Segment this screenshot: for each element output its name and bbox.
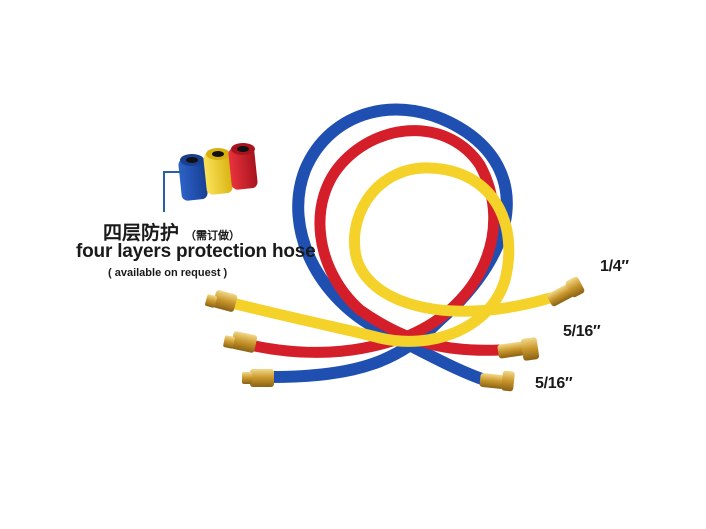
hose-coil	[226, 103, 556, 386]
yellow-hose-sample	[203, 148, 233, 195]
red-left-fitting	[223, 331, 258, 353]
chinese-note: （需订做）	[185, 229, 241, 242]
blue-left-fitting	[242, 369, 274, 387]
size-label-yellow: 1/4″	[600, 258, 629, 275]
size-label-blue: 5/16″	[535, 375, 573, 392]
english-note: ( available on request )	[108, 267, 228, 279]
blue-hose-sample	[178, 154, 208, 201]
pointer-line	[163, 171, 184, 212]
fittings	[205, 276, 585, 392]
yellow-left-fitting	[205, 290, 238, 312]
red-right-fitting	[497, 337, 540, 361]
english-title: four layers protection hose	[76, 241, 316, 262]
hose-samples	[178, 143, 258, 201]
red-hose-sample	[228, 143, 258, 190]
chinese-title-text: 四层防护	[103, 222, 180, 244]
size-label-red: 5/16″	[563, 323, 601, 340]
chinese-title: 四层防护 （需订做）	[103, 218, 240, 245]
yellow-hose	[226, 162, 556, 347]
blue-right-fitting	[479, 370, 515, 392]
yellow-right-fitting	[547, 276, 585, 307]
